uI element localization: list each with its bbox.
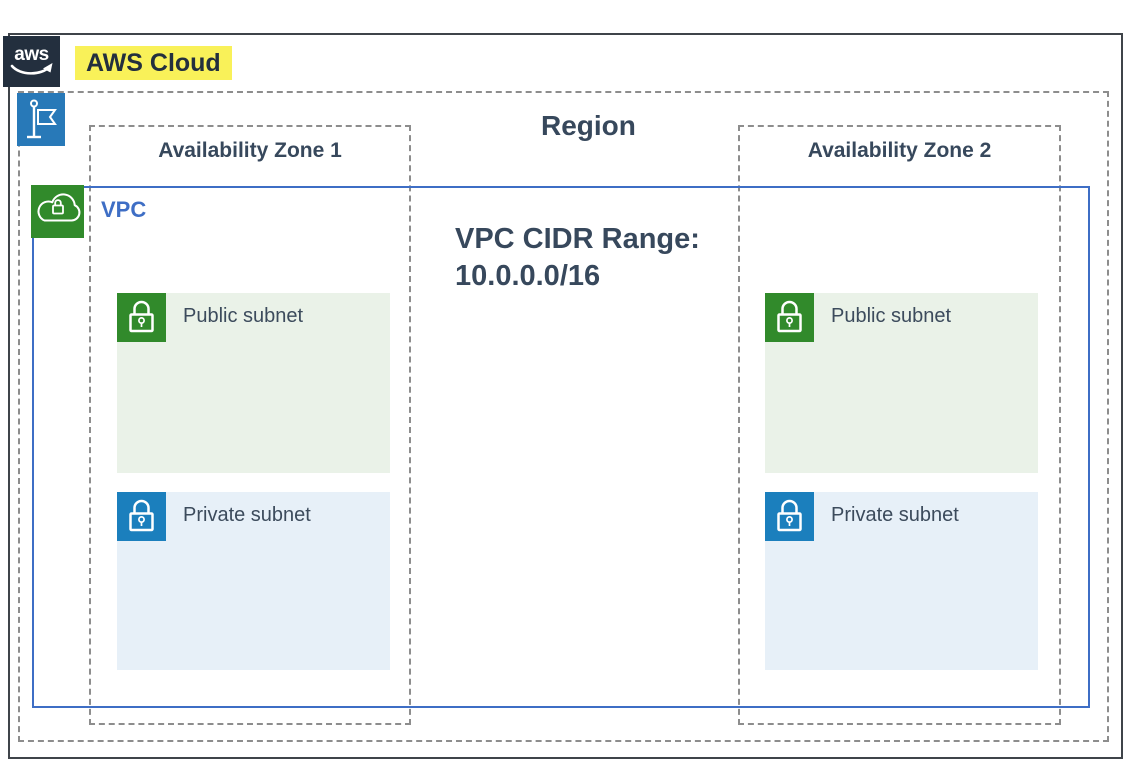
vpc-container bbox=[32, 186, 1090, 708]
availability-zone-2-container: Availability Zone 2 bbox=[738, 125, 1061, 725]
private-subnet-label: Private subnet bbox=[831, 504, 959, 526]
vpc-cidr-line2: 10.0.0.0/16 bbox=[455, 260, 601, 292]
az1-private-subnet: Private subnet bbox=[117, 492, 390, 670]
aws-logo-text: aws bbox=[14, 44, 48, 65]
region-label: Region bbox=[541, 110, 636, 141]
aws-cloud-container bbox=[8, 33, 1123, 759]
vpc-cloud-lock-icon bbox=[31, 185, 84, 238]
private-subnet-label: Private subnet bbox=[183, 504, 311, 526]
public-subnet-label: Public subnet bbox=[831, 305, 952, 327]
aws-logo-icon: aws bbox=[3, 36, 60, 87]
vpc-cidr-line1: VPC CIDR Range: bbox=[455, 223, 700, 255]
private-subnet-lock-icon bbox=[765, 492, 814, 541]
public-subnet-lock-icon bbox=[117, 293, 166, 342]
vpc-label: VPC bbox=[101, 197, 147, 222]
public-subnet-lock-icon bbox=[765, 293, 814, 342]
region-container bbox=[18, 91, 1109, 742]
private-subnet-lock-icon bbox=[117, 492, 166, 541]
availability-zone-1-container: Availability Zone 1 bbox=[89, 125, 411, 725]
az2-public-subnet: Public subnet bbox=[765, 293, 1038, 473]
public-subnet-label: Public subnet bbox=[183, 305, 304, 327]
region-flag-icon bbox=[17, 93, 65, 146]
vpc-cidr-text: VPC CIDR Range: 10.0.0.0/16 bbox=[455, 221, 700, 295]
availability-zone-2-label: Availability Zone 2 bbox=[807, 139, 992, 162]
az2-private-subnet: Private subnet bbox=[765, 492, 1038, 670]
aws-cloud-label: AWS Cloud bbox=[75, 46, 232, 80]
az1-public-subnet: Public subnet bbox=[117, 293, 390, 473]
availability-zone-1-label: Availability Zone 1 bbox=[158, 139, 342, 162]
